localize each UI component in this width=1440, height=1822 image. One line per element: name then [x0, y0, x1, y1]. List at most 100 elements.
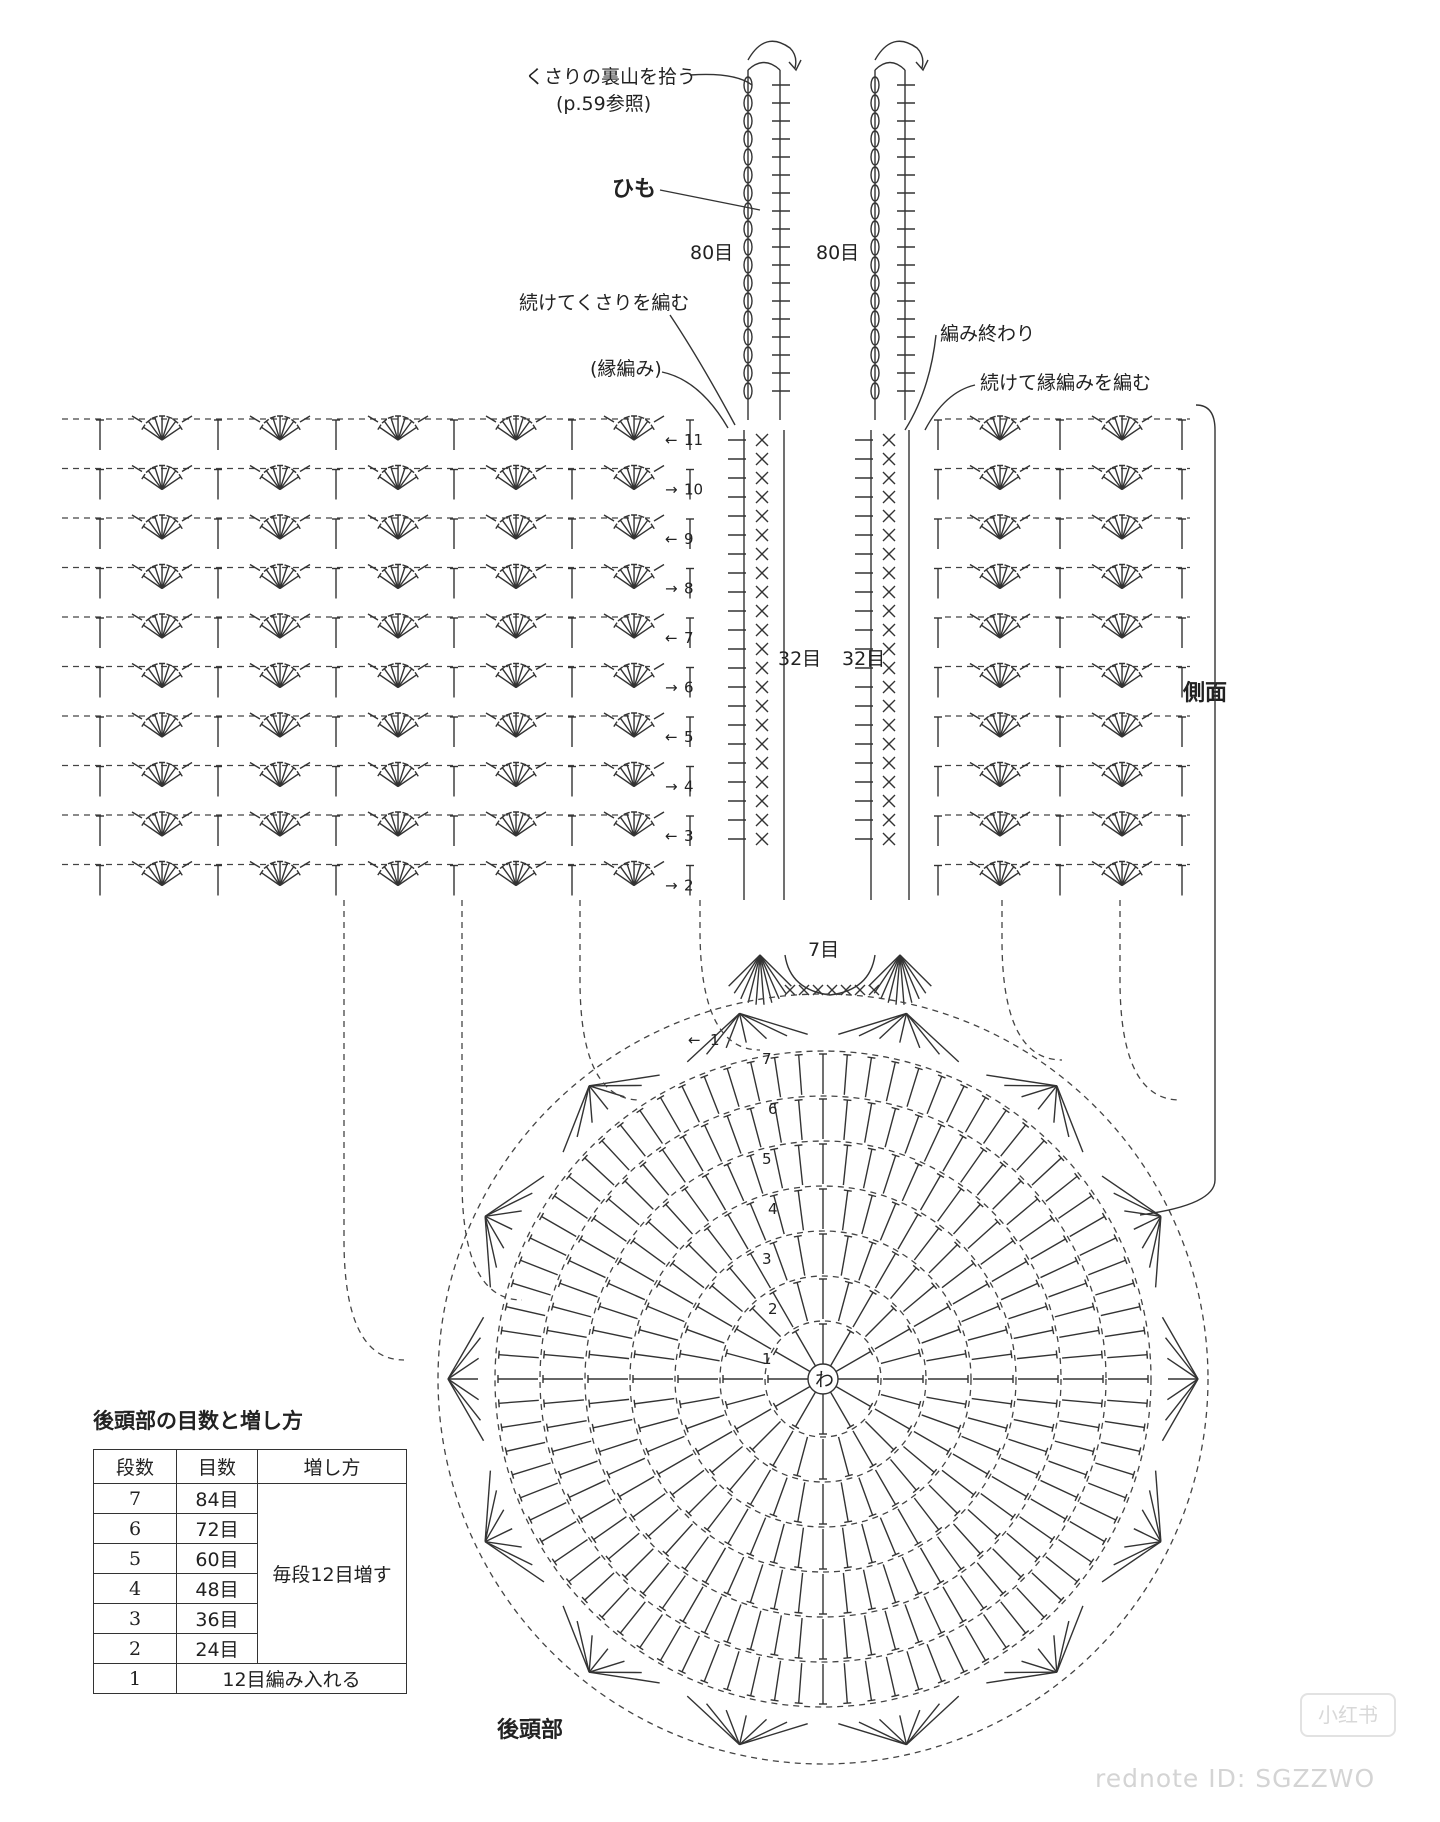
round-stitch — [592, 1329, 633, 1340]
side-row-arrow: → — [665, 679, 678, 697]
stitch-mark — [96, 468, 104, 500]
round-stitch — [946, 1085, 965, 1123]
round-stitch — [727, 1508, 749, 1544]
round-stitch — [1058, 1195, 1092, 1220]
round-stitch — [749, 1610, 762, 1650]
round-stitch — [829, 1391, 852, 1427]
round-stitch — [608, 1198, 640, 1226]
table-header-row: 段数 目数 増し方 — [93, 1449, 407, 1484]
stitch-mark — [214, 666, 222, 698]
round-stitch — [726, 1164, 745, 1202]
stitch-mark — [332, 468, 340, 500]
round-stitch — [665, 1523, 694, 1555]
stitch-mark — [1056, 864, 1064, 896]
round-stitch — [775, 1385, 811, 1408]
round-stitch — [751, 1420, 782, 1451]
stitch-mark — [332, 716, 340, 747]
stitch-mark — [332, 518, 340, 549]
fan-stitch — [1091, 563, 1153, 590]
round-stitch — [729, 1458, 757, 1491]
label-edge-pattern: (縁編み) — [590, 358, 662, 380]
round-stitch — [923, 1124, 942, 1162]
round-stitch — [897, 1508, 919, 1544]
header-rounds: 段数 — [93, 1449, 177, 1484]
round-stitch — [921, 1414, 960, 1430]
round-stitch — [592, 1418, 633, 1429]
round-stitch — [736, 1408, 772, 1430]
round-stitch — [711, 1285, 744, 1313]
header-stitches: 目数 — [176, 1449, 258, 1484]
round-stitch — [926, 1644, 943, 1682]
round-stitch — [1045, 1556, 1078, 1583]
round-stitch — [681, 1635, 700, 1673]
fan-stitch — [603, 860, 665, 887]
round-stitch — [862, 1569, 873, 1610]
stitch-mark — [934, 864, 942, 896]
table-row: 3 36目 — [93, 1603, 407, 1634]
stitch-mark — [568, 716, 576, 747]
round-stitch — [658, 1453, 694, 1475]
stitch-mark — [214, 617, 222, 648]
round-number-6: 6 — [768, 1100, 778, 1118]
round-stitch — [593, 1516, 627, 1541]
round-stitch — [897, 1214, 919, 1250]
round-stitch — [992, 1180, 1022, 1210]
round-stitch — [727, 1214, 749, 1250]
round-stitch — [773, 1523, 785, 1563]
fan-stitch — [131, 860, 193, 887]
fan-stitch — [969, 811, 1031, 837]
round-stitch — [884, 1108, 897, 1148]
stitch-mark — [686, 864, 694, 896]
fan-stitch — [969, 662, 1031, 689]
round-stitch — [991, 1260, 1027, 1283]
round-stitch — [580, 1238, 616, 1260]
side-row-3: 3 — [684, 827, 694, 845]
round-stitch — [772, 1477, 788, 1516]
round-stitch — [647, 1508, 679, 1537]
side-row-1-arrow: ← — [688, 1031, 701, 1049]
round-stitch — [879, 1517, 897, 1555]
fan-stitch — [131, 464, 193, 491]
stitch-mark — [214, 864, 222, 896]
round-stitch — [686, 1414, 725, 1430]
side-row-9: 9 — [684, 530, 694, 548]
round-stitch — [729, 1267, 757, 1300]
stitch-mark — [568, 864, 576, 896]
round-stitch — [842, 1145, 849, 1186]
round-stitch — [704, 1175, 727, 1211]
round-stitch — [726, 1604, 742, 1643]
stitch-mark — [934, 815, 942, 846]
round-stitch — [706, 1497, 733, 1531]
round-stitch — [749, 1517, 767, 1555]
fan-stitch — [603, 811, 665, 837]
round-stitch — [1088, 1482, 1126, 1499]
stitch-mark — [214, 716, 222, 747]
round-stitch — [874, 1408, 910, 1430]
round-stitch — [913, 1227, 940, 1261]
label-cord-count-right: 80目 — [816, 242, 859, 264]
round-stitch — [919, 1547, 942, 1583]
round-stitch — [589, 1353, 630, 1360]
round-stitch — [964, 1625, 987, 1661]
side-panel-left — [62, 415, 694, 896]
round-stitch — [634, 1397, 675, 1405]
cell-count: 36目 — [176, 1603, 258, 1634]
fan-stitch — [603, 514, 665, 540]
round-stitch — [749, 1203, 767, 1241]
side-row-11: 11 — [684, 431, 703, 449]
round-stitch — [980, 1493, 1014, 1518]
stitch-mark — [686, 419, 694, 450]
fan-stitch — [249, 761, 311, 788]
side-row-arrow: ← — [665, 530, 678, 548]
round-stitch — [1069, 1215, 1105, 1238]
stitch-mark — [214, 468, 222, 500]
side-row-arrow: → — [665, 481, 678, 499]
stitch-mark — [568, 567, 576, 599]
side-row-numbers: ←11→10←9→8←7→6←5→4←3→2 — [665, 431, 703, 895]
round-stitch — [584, 1157, 615, 1186]
round-stitch — [608, 1532, 640, 1560]
fan-stitch — [485, 662, 547, 689]
round-number-4: 4 — [768, 1200, 778, 1218]
fan-stitch — [367, 563, 429, 590]
round-stitch — [680, 1353, 720, 1362]
